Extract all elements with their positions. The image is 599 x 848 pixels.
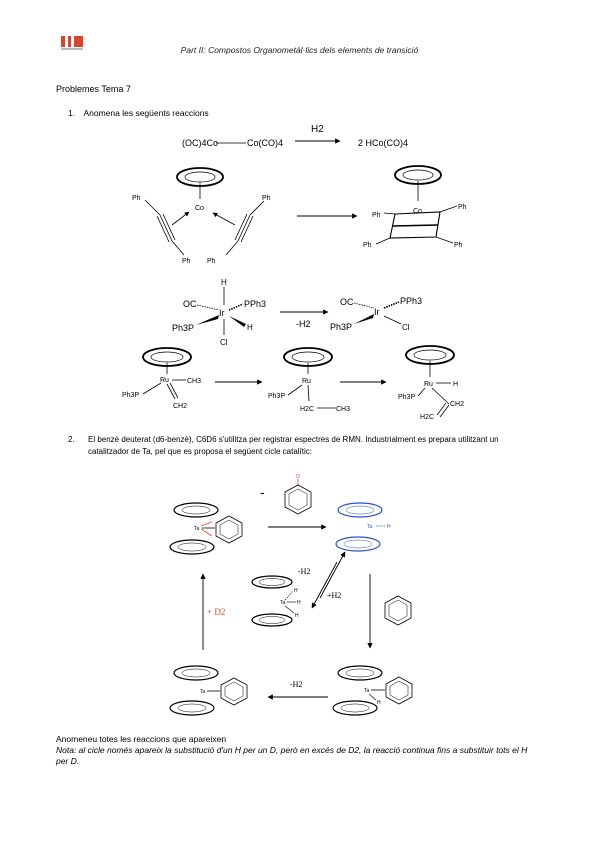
ph-label: Ph [182, 258, 191, 265]
h-label: H [453, 381, 458, 388]
oxygen-label: O [296, 474, 300, 480]
complex-top-right: Ta H [335, 502, 391, 552]
ph3p-label: Ph3P [268, 393, 285, 400]
complex-bottom-left: Ta [169, 665, 248, 716]
ph3p-right: Ph3P [330, 322, 352, 332]
reactant-co-right: Co(CO)4 [247, 138, 283, 148]
ph-label: Ph [363, 242, 372, 249]
ph-label: Ph [207, 258, 216, 265]
ta-label: Ta [194, 526, 200, 532]
h-label: H [297, 600, 301, 606]
h-right: H [247, 323, 253, 332]
reactions-diagram: (OC)4Co Co(CO)4 H2 2 HCo(CO)4 Co Ph Ph P… [122, 124, 467, 420]
minus-h2-bottom-label: -H2 [290, 680, 302, 689]
reactant-co-left: (OC)4Co [182, 138, 218, 148]
product-hcoco4: 2 HCo(CO)4 [358, 138, 408, 148]
ph3p-left: Ph3P [172, 323, 194, 333]
h-label: H [294, 588, 298, 594]
ta-label: Ta [367, 524, 373, 530]
cl-left: Cl [220, 338, 228, 347]
cp-ring-right [394, 165, 442, 201]
section-title: Problemes Tema 7 [56, 84, 131, 94]
reagent-minus-h2: -H2 [296, 319, 311, 329]
h-label: H [295, 613, 299, 619]
ru-label: Ru [160, 377, 169, 384]
complex-bottom-right: Ta H [332, 665, 413, 716]
oc-right: OC [340, 297, 354, 307]
page-header: Part II: Compostos Organometàl·lics dels… [180, 45, 419, 55]
h2c-label: H2C [420, 414, 434, 420]
ph-label: Ph [458, 204, 467, 211]
complex-top-left: Ta [169, 502, 243, 555]
university-logo [61, 36, 83, 50]
ch3-label: CH3 [187, 378, 201, 385]
plus-h2-label: +H2 [327, 591, 341, 600]
h-top: H [221, 278, 227, 287]
ph-label: Ph [454, 242, 463, 249]
final-instructions: Anomeneu totes les reaccions que apareix… [56, 734, 536, 767]
ru-label: Ru [302, 378, 311, 385]
question-2-text: El benzè deuterat (d6-benzè), C6D6 s'uti… [88, 435, 499, 456]
minus-sign: - [260, 484, 265, 500]
catalytic-cycle-diagram: - O Ta Ta H + D2 [169, 474, 413, 716]
cp-ring [283, 347, 333, 374]
cl-right: Cl [402, 323, 410, 332]
cp-ring-left [176, 167, 224, 199]
pph3-left: PPh3 [244, 299, 266, 309]
ph3p-label: Ph3P [122, 392, 139, 399]
ir-left: Ir [219, 308, 225, 318]
question-1-number: 1. [68, 108, 76, 118]
ta-label: Ta [364, 688, 370, 694]
reagent-h2: H2 [311, 124, 324, 135]
ch3-label: CH3 [336, 406, 350, 413]
co-label-left: Co [195, 205, 204, 212]
ph-label: Ph [372, 212, 381, 219]
reaction-3: H OC PPh3 Ir Ph3P H Cl -H2 OC PPh3 Ir Ph… [172, 278, 422, 347]
co-label-right: Co [413, 208, 422, 215]
oc-left: OC [183, 299, 197, 309]
complex-center: Ta H H H [251, 575, 301, 627]
pph3-right: PPh3 [400, 296, 422, 306]
final-line: Anomeneu totes les reaccions que apareix… [56, 734, 227, 744]
final-note: Nota: al cicle només apareix la substitu… [56, 745, 528, 766]
h2c-label: H2C [300, 406, 314, 413]
ir-right: Ir [374, 307, 380, 317]
ta-label: Ta [200, 689, 206, 695]
ch2-label: CH2 [173, 403, 187, 410]
ru-label: Ru [424, 381, 433, 388]
question-2-number: 2. [68, 435, 75, 444]
benzene-reagent [384, 595, 412, 626]
cp-ring [142, 347, 192, 374]
ph3p-label: Ph3P [398, 394, 415, 401]
plus-d2-label: + D2 [207, 607, 225, 617]
ta-label: Ta [280, 600, 286, 606]
reaction-1: (OC)4Co Co(CO)4 H2 2 HCo(CO)4 [182, 124, 408, 148]
h-label: H [387, 524, 391, 530]
cp-ring [405, 345, 455, 377]
question-1: 1. Anomena les següents reaccions [68, 108, 209, 118]
ph-label: Ph [132, 195, 141, 202]
reaction-2: Co Ph Ph Ph Ph Co Ph P [132, 165, 467, 265]
question-1-text: Anomena les següents reaccions [83, 108, 209, 118]
minus-h2-label: -H2 [298, 567, 310, 576]
cyclobutadiene [389, 211, 441, 239]
ch2-label: CH2 [450, 401, 464, 408]
h-label: H [377, 700, 381, 706]
reaction-4: Ru CH3 Ph3P CH2 Ru Ph3P H2C CH3 Ru [122, 345, 464, 420]
ph-label: Ph [262, 195, 271, 202]
phenoxy-reagent: - O [260, 474, 312, 515]
